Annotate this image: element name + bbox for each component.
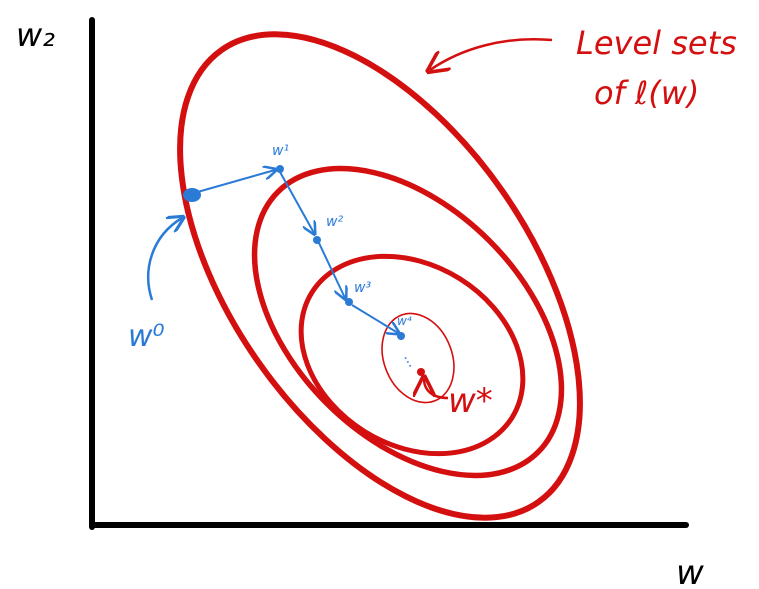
descent-path	[193, 170, 398, 333]
point-w1	[276, 165, 284, 173]
step-arrow-2-3	[318, 242, 345, 298]
annotation-line-1: Level sets	[576, 24, 737, 62]
optimum-point	[417, 368, 425, 376]
annotation-line-2: of ℓ(w)	[594, 74, 699, 112]
x-axis-label: w	[676, 553, 704, 589]
label-w1: w¹	[272, 143, 289, 159]
label-w0: w⁰	[128, 319, 165, 354]
optimum: w*	[417, 368, 493, 421]
step-arrow-3-4	[351, 304, 398, 333]
label-w3: w³	[354, 280, 371, 296]
contour-third	[298, 253, 526, 457]
ellipsis-label: ...	[401, 351, 422, 371]
annotation-arrow	[430, 38, 553, 70]
optimum-pointer-arrow	[424, 379, 449, 400]
level-set-contours	[177, 31, 583, 521]
contour-outer	[177, 31, 583, 521]
iterate-points	[183, 165, 405, 340]
step-arrow-0-1	[193, 170, 275, 194]
step-arrow-1-2	[279, 171, 314, 233]
point-w3	[345, 298, 353, 306]
point-w4	[397, 332, 405, 340]
axes	[89, 17, 689, 530]
contour-inner	[381, 312, 455, 404]
level-set-annotation: Level sets of ℓ(w)	[430, 24, 737, 112]
point-w0	[183, 188, 201, 202]
optimum-label: w*	[448, 381, 493, 421]
w0-pointer-arrow	[147, 218, 182, 301]
contour-second	[251, 165, 565, 479]
point-w2	[313, 236, 321, 244]
label-w2: w²	[326, 214, 343, 230]
label-w4: w⁴	[397, 314, 412, 328]
y-axis-label: w₂	[16, 16, 55, 54]
